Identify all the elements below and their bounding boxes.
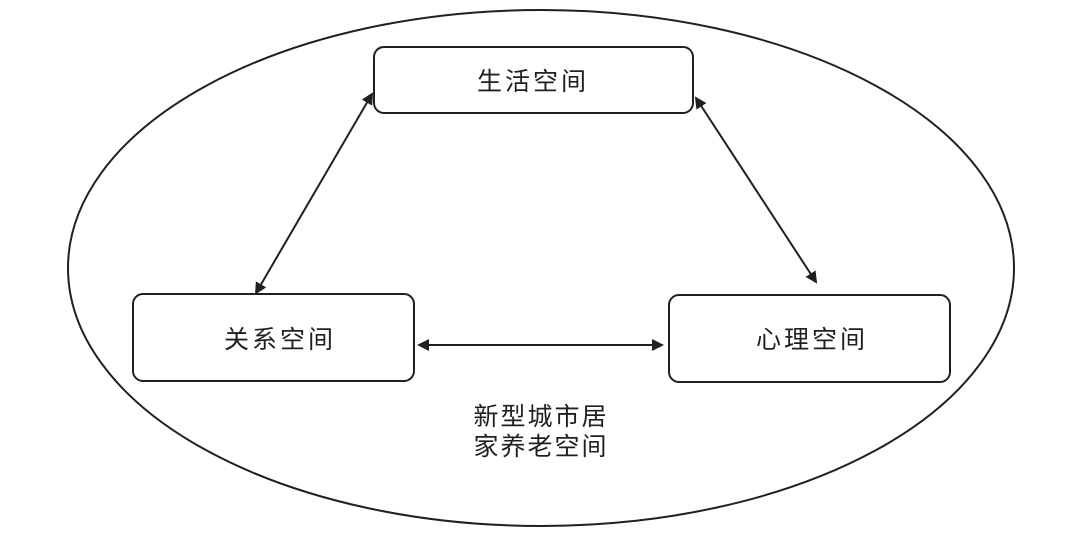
node-living-space-box — [373, 46, 694, 114]
node-psychology-space: 心理空间 — [668, 294, 951, 383]
node-relation-space-label: 关系空间 — [224, 325, 336, 354]
node-relation-space: 关系空间 — [132, 293, 415, 382]
node-psychology-space-box — [668, 294, 951, 383]
arrow-living-psychology — [694, 96, 818, 284]
node-living-space: 生活空间 — [373, 46, 694, 114]
arrow-living-relation — [254, 92, 374, 295]
node-relation-space-box — [132, 293, 415, 382]
center-caption-line-1: 新型城市居 — [473, 402, 608, 431]
node-psychology-space-label: 心理空间 — [756, 325, 868, 354]
node-living-space-label: 生活空间 — [477, 67, 589, 96]
center-caption-line-2: 家养老空间 — [473, 432, 608, 461]
center-caption: 新型城市居 家养老空间 — [473, 402, 608, 461]
